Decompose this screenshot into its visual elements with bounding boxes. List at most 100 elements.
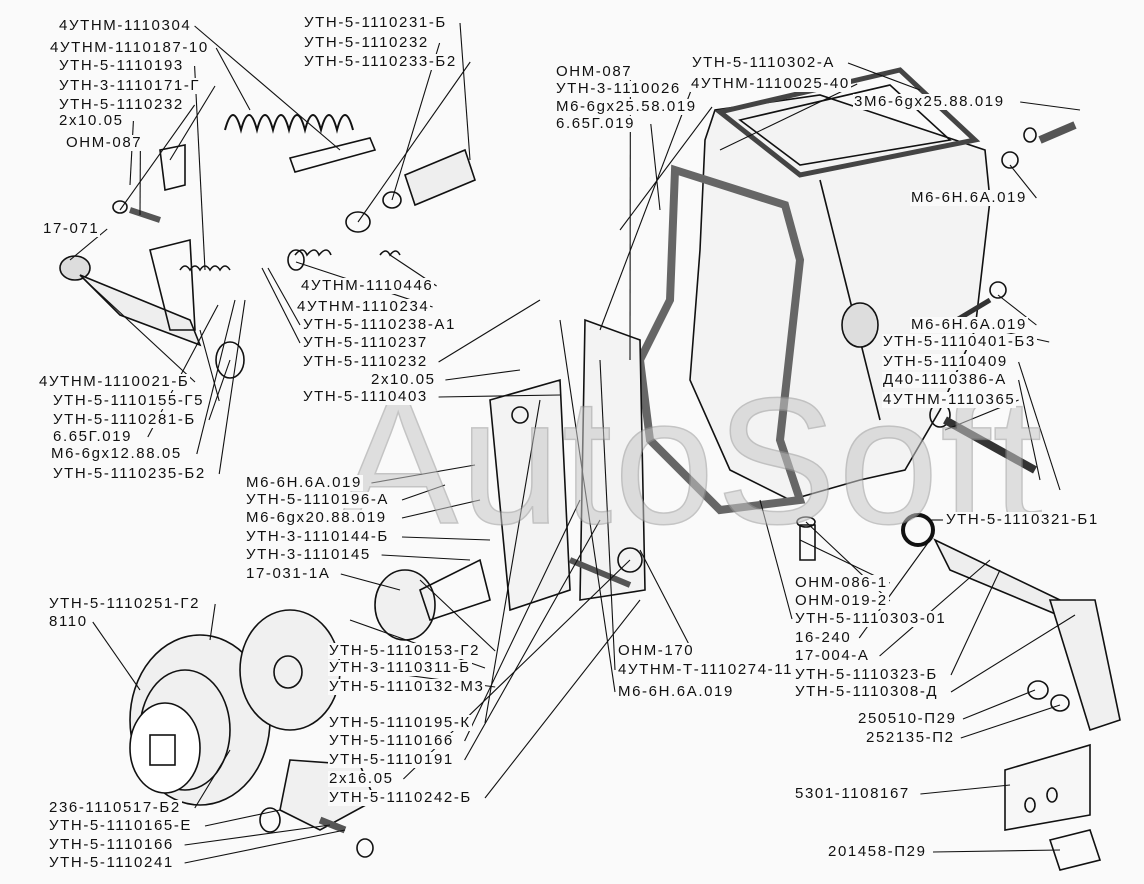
part-number-label: 4УТНМ-1110187-10: [49, 39, 210, 56]
leader-line: [199, 329, 220, 402]
part-number-label: 4УТНМ-1110365: [882, 391, 1017, 408]
leader-line: [169, 85, 216, 161]
part-number-label: 16-240: [794, 629, 853, 646]
part-number-label: 2х16.05: [328, 770, 395, 787]
leader-line: [267, 267, 301, 326]
part-number-label: УТН-5-1110166: [48, 836, 175, 853]
leader-line: [639, 549, 693, 652]
part-number-label: УТН-3-1110144-Б: [245, 528, 390, 545]
part-number-label: 236-1110517-Б2: [48, 799, 182, 816]
part-number-label: УТН-5-1110281-Б: [52, 411, 197, 428]
leader-line: [879, 559, 991, 657]
leader-line: [215, 47, 251, 111]
leader-line: [464, 519, 601, 761]
leader-line: [196, 299, 236, 455]
part-number-label: 5301-1108167: [794, 785, 911, 802]
leader-line: [194, 749, 231, 809]
leader-line: [1018, 379, 1041, 481]
part-number-label: 4УТНМ-1110234: [296, 298, 431, 315]
leader-line: [599, 359, 616, 671]
part-number-label: 4УТНМ-1110021-Б: [38, 373, 191, 390]
part-number-label: УТН-5-1110237: [302, 334, 429, 351]
part-number-label: М6-6Н.6А.019: [245, 474, 363, 491]
part-number-label: М6-6Н.6А.019: [617, 683, 735, 700]
part-number-label: УТН-5-1110232: [303, 34, 430, 51]
part-number-label: УТН-5-1110232: [302, 353, 429, 370]
part-number-label: УТН-3-1110145: [245, 546, 372, 563]
leader-line: [69, 228, 108, 261]
part-number-label: УТН-5-1110232: [58, 96, 185, 113]
part-number-label: 4УТНМ-1110446: [300, 277, 435, 294]
leader-line: [184, 824, 331, 846]
leader-line: [650, 123, 661, 211]
leader-line: [340, 573, 401, 591]
part-number-label: УТН-5-1110132-М3: [328, 678, 486, 695]
part-number-label: УТН-5-1110231-Б: [303, 14, 448, 31]
leader-line: [997, 294, 1037, 326]
leader-line: [759, 499, 793, 620]
leader-line: [401, 499, 481, 519]
part-number-label: УТН-5-1110302-А: [691, 54, 837, 71]
housing-gasket: [635, 164, 806, 515]
part-number-label: 6.65Г.019: [52, 428, 134, 445]
part-number-label: УТН-5-1110403: [302, 388, 429, 405]
leader-line: [357, 61, 471, 223]
leader-line: [419, 579, 496, 652]
leader-line: [962, 689, 1036, 720]
part-number-label: УТН-5-1110251-Г2: [48, 595, 202, 612]
part-number-label: 3М6-6gх25.88.019: [853, 93, 1006, 110]
leader-line: [484, 399, 541, 724]
part-number-label: УТН-5-1110321-Б1: [945, 511, 1100, 528]
leader-line: [381, 554, 471, 561]
part-number-label: М6-6gх25.58.019: [555, 98, 698, 115]
plunger-assembly: [287, 148, 476, 271]
part-number-label: ОНМ-087: [65, 134, 144, 151]
leader-line: [1020, 101, 1081, 111]
part-number-label: 2х10.05: [370, 371, 437, 388]
part-number-label: 6.65Г.019: [555, 115, 637, 132]
part-number-label: УТН-5-1110242-Б: [328, 789, 473, 806]
part-number-label: УТН-5-1110241: [48, 854, 175, 871]
part-number-label: УТН-5-1110193: [58, 57, 185, 74]
part-number-label: УТН-5-1110409: [882, 353, 1009, 370]
leader-line: [371, 464, 476, 484]
part-number-label: УТН-5-1110401-Б3: [882, 333, 1037, 350]
leader-line: [847, 62, 921, 91]
part-number-label: УТН-5-1110308-Д: [794, 683, 940, 700]
output-lever: [796, 121, 1121, 871]
leader-line: [920, 784, 1011, 795]
part-number-label: Д40-1110386-А: [882, 371, 1008, 388]
part-number-label: УТН-5-1110195-К: [328, 714, 472, 731]
part-number-label: УТН-5-1110238-А1: [302, 316, 457, 333]
part-number-label: УТН-5-1110166: [328, 732, 455, 749]
leader-lines: [69, 22, 1081, 864]
leader-line: [950, 569, 1001, 676]
leader-line: [932, 849, 1061, 853]
part-number-label: 252135-П2: [865, 729, 956, 746]
leader-line: [459, 22, 471, 161]
shift-lever-shaft: [59, 144, 245, 379]
leader-line: [438, 394, 561, 398]
leader-line: [445, 369, 521, 381]
part-number-label: УТН-5-1110165-Е: [48, 817, 194, 834]
leader-line: [1018, 361, 1061, 491]
part-number-label: УТН-5-1110323-Б: [794, 666, 939, 683]
part-number-label: УТН-5-1110155-Г5: [52, 392, 206, 409]
spring: [224, 114, 377, 173]
part-number-label: УТН-5-1110196-А: [245, 491, 391, 508]
part-number-label: М6-6Н.6А.019: [910, 189, 1028, 206]
part-number-label: М6-6gх20.88.019: [245, 509, 388, 526]
leader-line: [119, 104, 196, 211]
leader-line: [84, 279, 196, 383]
part-number-label: УТН-5-1110303-01: [794, 610, 948, 627]
leader-line: [184, 829, 346, 864]
leader-line: [208, 359, 231, 421]
part-number-label: 4УТНМ-1110025-40: [690, 75, 851, 92]
leader-line: [194, 65, 206, 271]
selector-plates: [489, 318, 646, 612]
part-number-label: М6-6Н.6А.019: [910, 316, 1028, 333]
part-number-label: ОНМ-086-1: [794, 574, 889, 591]
leader-line: [194, 25, 341, 151]
